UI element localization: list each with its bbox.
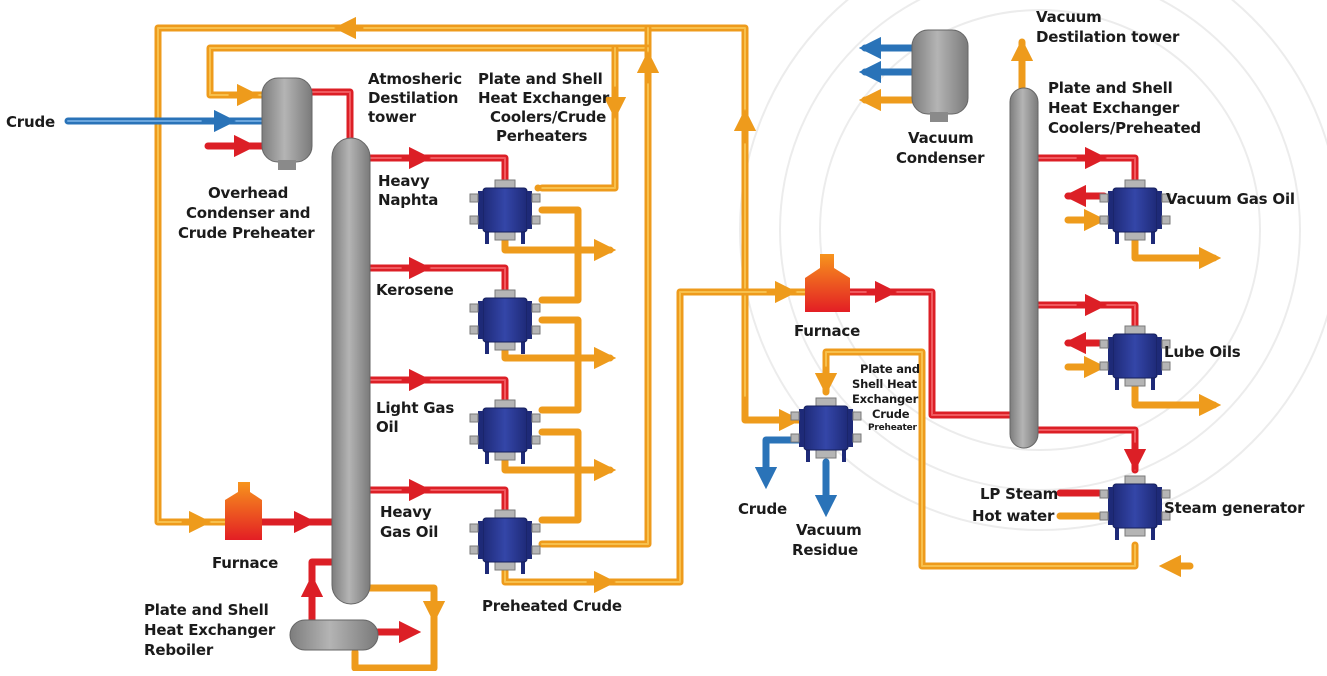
furnace-left-shape [225, 482, 262, 540]
cold-pipes [64, 36, 916, 518]
furnace-middle-shape [805, 254, 850, 312]
overhead-condenser-vessel [261, 77, 313, 170]
label-reboiler: Plate and Shell Heat Exchanger Reboiler [144, 601, 280, 659]
heat-exchanger-heavy-gas-oil [469, 509, 541, 574]
label-crude-in: Crude [6, 113, 55, 131]
label-vac-condenser: Vacuum Condenser [896, 129, 985, 167]
heat-exchanger-kerosene [469, 289, 541, 354]
heat-exchanger-crude-preheater [790, 397, 862, 462]
label-vac-tower: Vacuum Destilation tower [1036, 8, 1180, 46]
label-hot-water: Hot water [972, 507, 1055, 525]
heat-exchanger-heavy-naphta [469, 179, 541, 244]
diagram-labels: Crude Atmosheric Destilation tower Plate… [6, 8, 1305, 659]
label-light-gas-oil: Light Gas Oil [376, 399, 459, 436]
hot-product-pipes [204, 88, 1147, 644]
label-atm-tower: Atmosheric Destilation tower [368, 70, 467, 126]
heat-exchanger-layer [469, 179, 1171, 574]
vacuum-distillation-column [1009, 87, 1039, 449]
label-phe-coolers: Plate and Shell Heat Exchanger Coolers/C… [478, 70, 614, 145]
label-phe-vac: Plate and Shell Heat Exchanger Coolers/P… [1048, 79, 1201, 137]
label-heavy-naphta: Heavy Naphta [378, 172, 438, 209]
label-preheated-crude: Preheated Crude [482, 597, 622, 615]
label-overhead: Overhead Condenser and Crude Preheater [178, 184, 315, 242]
label-kerosene: Kerosene [376, 281, 454, 299]
label-furnace-left: Furnace [212, 554, 278, 572]
reboiler-vessel [289, 619, 379, 651]
label-vacuum-residue: Vacuum Residue [792, 521, 867, 559]
label-steam-generator: Steam generator [1164, 499, 1305, 517]
vacuum-condenser-vessel [911, 29, 969, 122]
label-lube-oils: Lube Oils [1164, 343, 1241, 361]
heat-exchanger-lube-oils [1099, 325, 1171, 390]
label-vacuum-gas-oil: Vacuum Gas Oil [1166, 190, 1295, 208]
atmospheric-distillation-column [331, 137, 371, 605]
heat-exchanger-vacuum-gas-oil [1099, 179, 1171, 244]
label-furnace-mid: Furnace [794, 322, 860, 340]
label-heavy-gas-oil: Heavy Gas Oil [380, 503, 438, 541]
label-lp-steam: LP Steam [980, 485, 1058, 503]
background-decoration [739, 0, 1327, 531]
crude-pipes [154, 16, 1222, 672]
heat-exchanger-steam-generator [1099, 475, 1171, 540]
label-phe-crude-preheater: Plate and Shell Heat Exchanger Crude Pre… [852, 362, 924, 433]
label-crude-out: Crude [738, 500, 787, 518]
heat-exchanger-light-gas-oil [469, 399, 541, 464]
